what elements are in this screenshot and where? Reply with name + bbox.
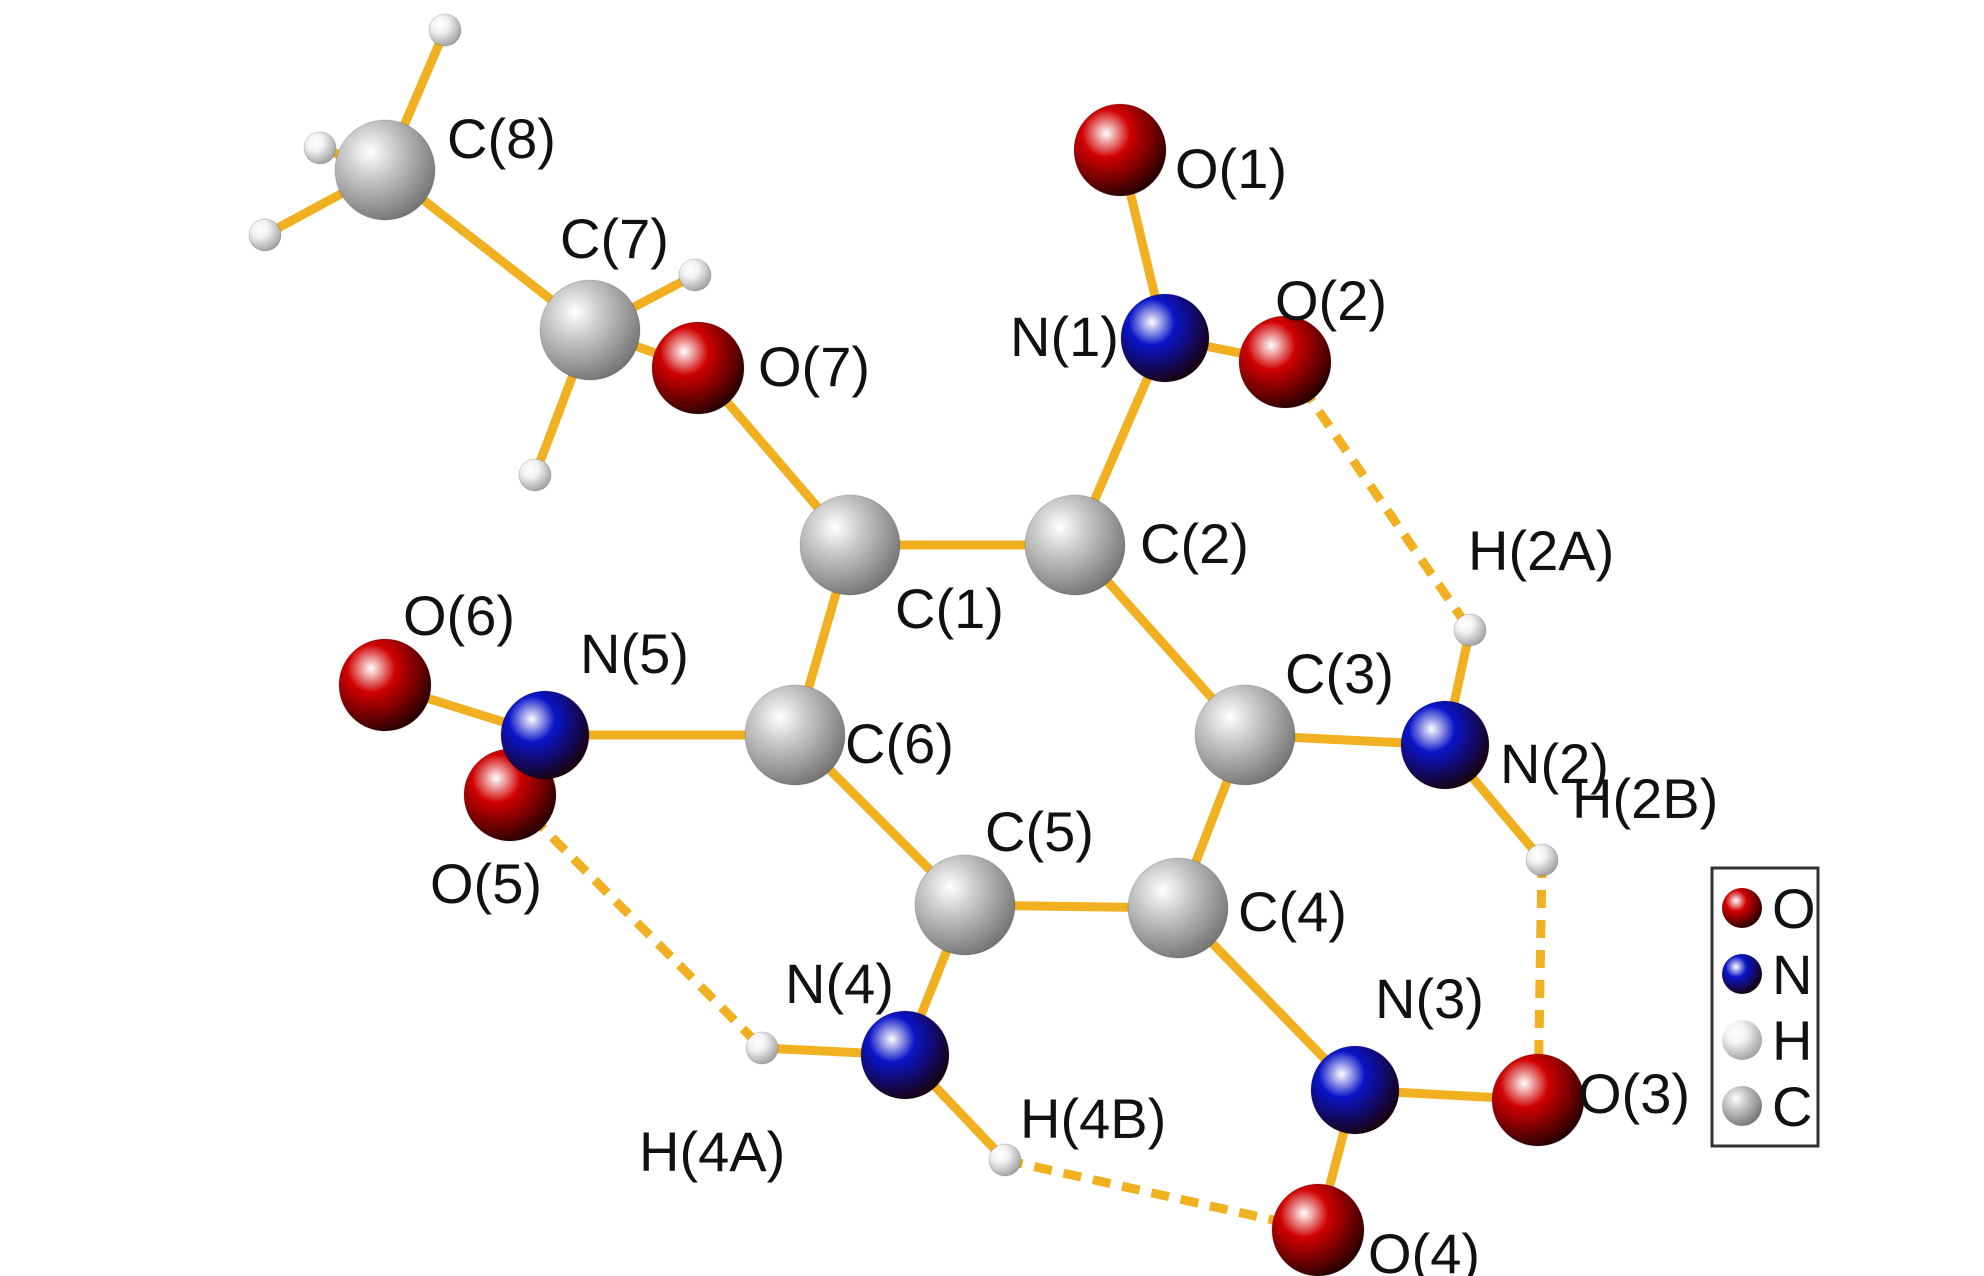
atom-label-o4: O(4)	[1368, 1222, 1480, 1276]
atom-o2	[1238, 315, 1332, 409]
atom-label-c3: C(3)	[1285, 642, 1394, 705]
legend-swatch-o	[1722, 888, 1762, 928]
atom-c6	[744, 684, 846, 786]
atom-c1	[799, 494, 901, 596]
hydrogen-bond-h4b-o4	[1004, 1155, 1319, 1235]
atom-o7	[651, 321, 745, 415]
atom-h7a	[678, 258, 712, 292]
atom-h7b	[518, 458, 552, 492]
atom-label-h2b: H(2B)	[1572, 767, 1718, 830]
atom-label-n3: N(3)	[1375, 967, 1484, 1030]
atom-n2	[1400, 700, 1490, 790]
atom-h4a	[745, 1031, 779, 1065]
atom-c8	[334, 119, 436, 221]
legend-swatch-n	[1722, 954, 1762, 994]
atom-label-c4: C(4)	[1238, 880, 1347, 943]
atom-label-o1: O(1)	[1175, 137, 1287, 200]
atom-n5	[500, 690, 590, 780]
atom-label-o2: O(2)	[1275, 269, 1387, 332]
atom-label-c1: C(1)	[895, 577, 1004, 640]
atom-label-h4a: H(4A)	[639, 1120, 785, 1183]
atom-c4	[1127, 857, 1229, 959]
atom-label-o6: O(6)	[403, 584, 515, 647]
atom-label-o7: O(7)	[758, 335, 870, 398]
atom-o4	[1271, 1183, 1365, 1276]
atom-label-h4b: H(4B)	[1020, 1087, 1166, 1150]
hydrogen-bond-layer	[506, 359, 1547, 1235]
atom-o1	[1073, 103, 1167, 197]
atom-h8a	[428, 13, 462, 47]
atom-o3	[1491, 1053, 1585, 1147]
hydrogen-bond-o2-h2a	[1281, 359, 1474, 633]
atom-o6	[338, 638, 432, 732]
atom-c3	[1194, 684, 1296, 786]
atom-c5	[914, 854, 1016, 956]
atom-label-o3: O(3)	[1578, 1062, 1690, 1125]
atom-label-c8: C(8)	[447, 107, 556, 170]
hydrogen-bond-h2b-o3	[1533, 859, 1547, 1101]
atom-h2b	[1525, 843, 1559, 877]
legend-label-o: O	[1772, 877, 1816, 940]
atom-label-o5: O(5)	[430, 852, 542, 915]
legend-label-h: H	[1772, 1009, 1812, 1072]
legend-swatch-c	[1722, 1086, 1762, 1126]
label-layer: O(1) O(2) O(3) O(4) O(5) O(6) O(7) N(1) N(2) N(3)…	[403, 107, 1718, 1276]
atom-label-n1: N(1)	[1010, 305, 1119, 368]
atom-layer	[248, 13, 1585, 1276]
atom-label-h2a: H(2A)	[1468, 519, 1614, 582]
atom-h4b	[988, 1143, 1022, 1177]
atom-c2	[1024, 494, 1126, 596]
atom-label-n2: N(2)	[1500, 732, 1609, 795]
atom-h8b	[303, 131, 337, 165]
atom-label-n5: N(5)	[580, 622, 689, 685]
atom-label-n4: N(4)	[785, 952, 894, 1015]
atom-h2a	[1453, 613, 1487, 647]
atom-c7	[539, 279, 641, 381]
atom-label-c6: C(6)	[845, 712, 954, 775]
legend-label-n: N	[1772, 943, 1812, 1006]
atom-label-c2: C(2)	[1140, 512, 1249, 575]
atom-label-c5: C(5)	[985, 800, 1094, 863]
atom-n3	[1310, 1045, 1400, 1135]
hydrogen-bond-o5-h4a	[506, 791, 766, 1052]
legend-label-c: C	[1772, 1075, 1812, 1138]
atom-n1	[1120, 293, 1210, 383]
atom-n4	[860, 1010, 950, 1100]
atom-h8c	[248, 218, 282, 252]
atom-label-c7: C(7)	[560, 207, 669, 270]
legend-swatch-h	[1722, 1020, 1762, 1060]
